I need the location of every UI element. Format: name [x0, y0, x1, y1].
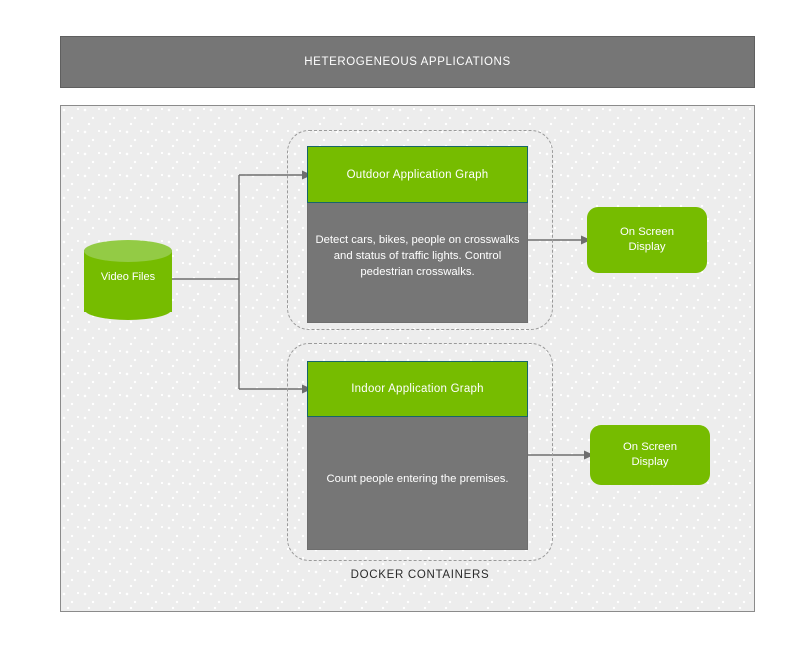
osd-indoor-line2: Display: [631, 456, 669, 468]
docker-container-indoor: [287, 343, 553, 561]
osd-indoor-line1: On Screen: [622, 441, 677, 453]
osd-outdoor-line1: On Screen: [619, 226, 674, 238]
docker-container-outdoor: [287, 130, 553, 330]
outdoor-application-description: Detect cars, bikes, people on crosswalks…: [307, 203, 528, 323]
video-files-datastore: Video Files: [84, 240, 172, 320]
indoor-application-card: Indoor Application Graph Count people en…: [307, 361, 528, 550]
indoor-application-description: Count people entering the premises.: [307, 417, 528, 550]
outdoor-description-text: Detect cars, bikes, people on crosswalks…: [315, 234, 520, 278]
osd-outdoor-lines: On Screen Display: [620, 225, 674, 255]
header-banner: HETEROGENEOUS APPLICATIONS: [60, 36, 755, 88]
outdoor-application-graph-title: Outdoor Application Graph: [307, 146, 528, 203]
on-screen-display-indoor: On Screen Display: [590, 425, 710, 485]
indoor-application-graph-title: Indoor Application Graph: [307, 361, 528, 417]
cylinder-bottom-ellipse: [84, 298, 172, 320]
cylinder-top-ellipse: [84, 240, 172, 262]
osd-outdoor-line2: Display: [628, 241, 666, 253]
docker-containers-label: DOCKER CONTAINERS: [350, 569, 490, 581]
header-title: HETEROGENEOUS APPLICATIONS: [304, 56, 511, 68]
video-files-label: Video Files: [100, 271, 156, 283]
osd-indoor-lines: On Screen Display: [623, 440, 677, 470]
on-screen-display-outdoor: On Screen Display: [587, 207, 707, 273]
indoor-description-text: Count people entering the premises.: [326, 473, 509, 485]
outdoor-application-card: Outdoor Application Graph Detect cars, b…: [307, 146, 528, 323]
